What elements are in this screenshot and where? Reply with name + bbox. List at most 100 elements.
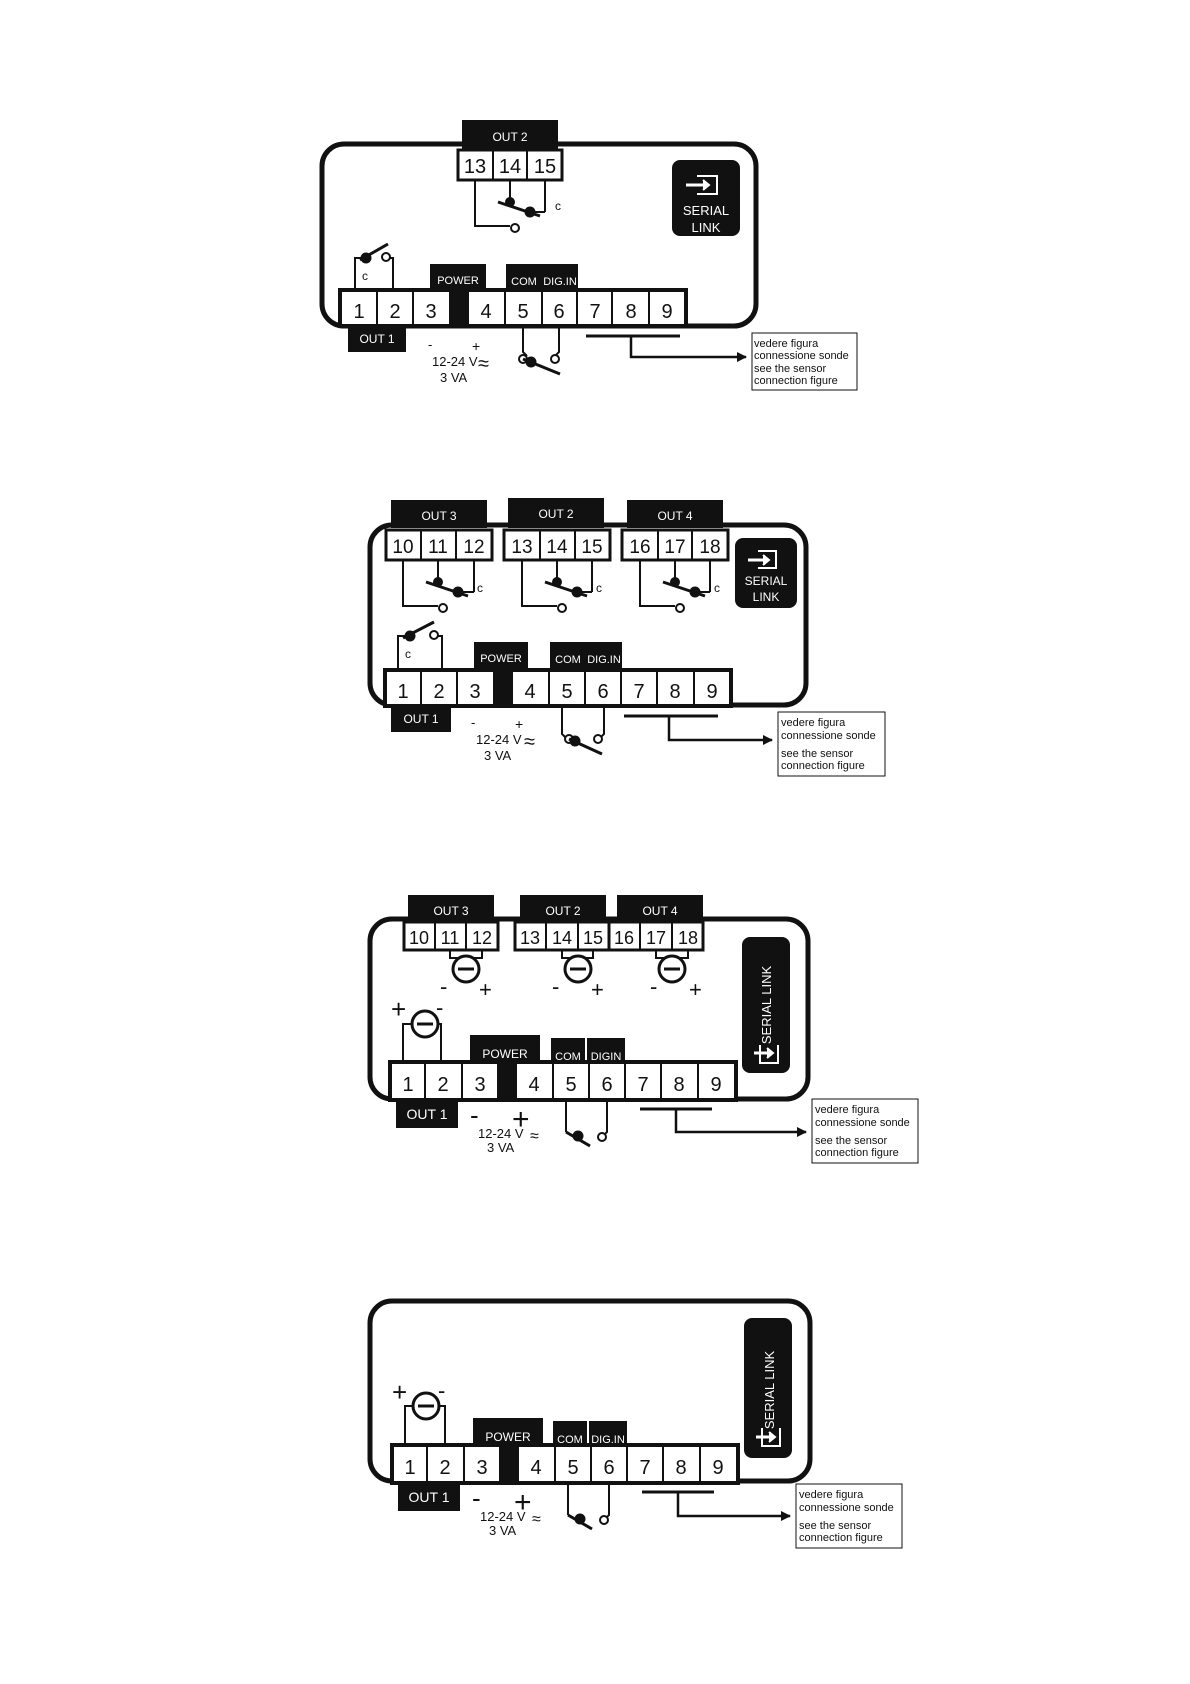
power-plus: + xyxy=(514,1486,532,1519)
terminal-13: 13 xyxy=(520,928,540,948)
out3-load-symbol xyxy=(449,950,483,984)
serial-link-icon xyxy=(754,1045,779,1064)
sensor-note-box xyxy=(811,1098,919,1164)
serial-link-port[interactable] xyxy=(735,538,797,608)
out1-load-plus: + xyxy=(391,994,406,1024)
terminal-16: 16 xyxy=(614,928,634,948)
terminal-9: 9 xyxy=(661,301,672,323)
terminal-5: 5 xyxy=(565,1074,576,1096)
out2-common-label: c xyxy=(555,199,561,213)
terminal-8: 8 xyxy=(625,301,636,323)
digital-input-switch xyxy=(567,1483,610,1531)
terminal-1: 1 xyxy=(353,301,364,323)
serial-label: SERIAL xyxy=(683,203,729,218)
bottom-terminal-block xyxy=(390,1443,740,1485)
note-line-3: see the sensor xyxy=(799,1520,871,1532)
note-line-2: connessione sonde xyxy=(781,730,876,742)
out2-label-box xyxy=(520,895,606,923)
sensor-note-box xyxy=(751,332,858,391)
out2-label: OUT 2 xyxy=(545,904,580,918)
out1-label: OUT 1 xyxy=(407,1106,448,1122)
note-line-1: vedere figura xyxy=(781,717,846,729)
out4-relay-contact xyxy=(639,560,711,613)
out2-load-minus: - xyxy=(552,974,559,999)
serial-link-icon xyxy=(748,550,777,569)
terminal-9: 9 xyxy=(712,1457,723,1479)
serial-link-label: SERIAL LINK xyxy=(759,966,774,1045)
terminal-6: 6 xyxy=(553,301,564,323)
terminal-2: 2 xyxy=(437,1074,448,1096)
terminal-10: 10 xyxy=(409,928,429,948)
out2-relay-contact xyxy=(474,180,546,233)
out3-common-label: c xyxy=(477,581,483,595)
out2-label: OUT 2 xyxy=(538,507,573,521)
out1-label-box xyxy=(391,704,451,732)
power-voltage: 12-24 V xyxy=(480,1509,526,1524)
out2-label-box xyxy=(462,120,558,150)
terminal-15: 15 xyxy=(534,156,556,178)
power-label: POWER xyxy=(485,1430,531,1444)
serial-link-port[interactable] xyxy=(672,160,740,236)
terminal-7: 7 xyxy=(639,1457,650,1479)
sensor-arrow xyxy=(629,336,747,362)
out1-label-box xyxy=(348,324,406,352)
terminal-3: 3 xyxy=(425,301,436,323)
power-plus: + xyxy=(515,716,523,732)
terminal-14: 14 xyxy=(546,537,568,558)
link-label: LINK xyxy=(753,590,780,604)
sensor-arrow xyxy=(676,1492,791,1521)
serial-link-port[interactable] xyxy=(742,937,790,1073)
terminal-4: 4 xyxy=(530,1457,541,1479)
note-line-2: connessione sonde xyxy=(815,1117,910,1129)
terminal-5: 5 xyxy=(517,301,528,323)
note-line-4: connection figure xyxy=(799,1532,883,1544)
terminal-2: 2 xyxy=(389,301,400,323)
out2-label: OUT 2 xyxy=(492,130,527,144)
power-minus: - xyxy=(470,1100,479,1130)
sensor-arrow xyxy=(674,1109,807,1137)
com-label: COM xyxy=(555,654,581,666)
out1-label: OUT 1 xyxy=(403,712,438,726)
terminal-15: 15 xyxy=(583,928,603,948)
power-label: POWER xyxy=(482,1047,528,1061)
terminal-6: 6 xyxy=(597,681,608,703)
terminal-2: 2 xyxy=(433,681,444,703)
out1-load-symbol xyxy=(402,1009,442,1062)
terminal-13: 13 xyxy=(464,156,486,178)
terminal-4: 4 xyxy=(528,1074,539,1096)
sensor-note-box xyxy=(795,1483,903,1549)
sensor-arrow xyxy=(667,716,773,745)
terminal-18: 18 xyxy=(678,928,698,948)
out3-terminal-block xyxy=(384,528,494,562)
power-approx-symbol: ≈ xyxy=(478,353,489,375)
out4-load-symbol xyxy=(655,950,689,984)
terminal-1: 1 xyxy=(404,1457,415,1479)
out4-label-box xyxy=(617,895,703,923)
power-approx-symbol: ≈ xyxy=(532,1511,541,1528)
serial-link-icon xyxy=(686,175,718,195)
out1-common-label: c xyxy=(405,647,411,661)
power-approx-symbol: ≈ xyxy=(530,1128,539,1145)
terminal-3: 3 xyxy=(469,681,480,703)
out3-relay-contact xyxy=(402,560,475,613)
terminal-1: 1 xyxy=(397,681,408,703)
serial-link-label: SERIAL LINK xyxy=(762,1351,777,1430)
out1-label: OUT 1 xyxy=(409,1489,450,1505)
note-line-1: vedere figura xyxy=(754,338,819,350)
diagram-2: OUT 3 10 11 12 c OUT 2 13 14 15 xyxy=(367,498,886,777)
out1-load-plus: + xyxy=(392,1377,407,1407)
terminal-4: 4 xyxy=(524,681,535,703)
terminal-11: 11 xyxy=(441,928,460,948)
terminal-2: 2 xyxy=(439,1457,450,1479)
out3-terminal-block xyxy=(402,920,500,952)
diagram-4: SERIAL LINK + - POWER COM DIG.IN xyxy=(367,1298,903,1549)
power-voltage: 12-24 V xyxy=(432,354,478,369)
terminal-6: 6 xyxy=(603,1457,614,1479)
serial-link-port[interactable] xyxy=(744,1318,792,1458)
digin-label-box xyxy=(586,642,622,672)
terminal-8: 8 xyxy=(669,681,680,703)
power-minus: - xyxy=(428,337,432,352)
note-line-1: vedere figura xyxy=(799,1489,864,1501)
out1-label: OUT 1 xyxy=(359,332,394,346)
